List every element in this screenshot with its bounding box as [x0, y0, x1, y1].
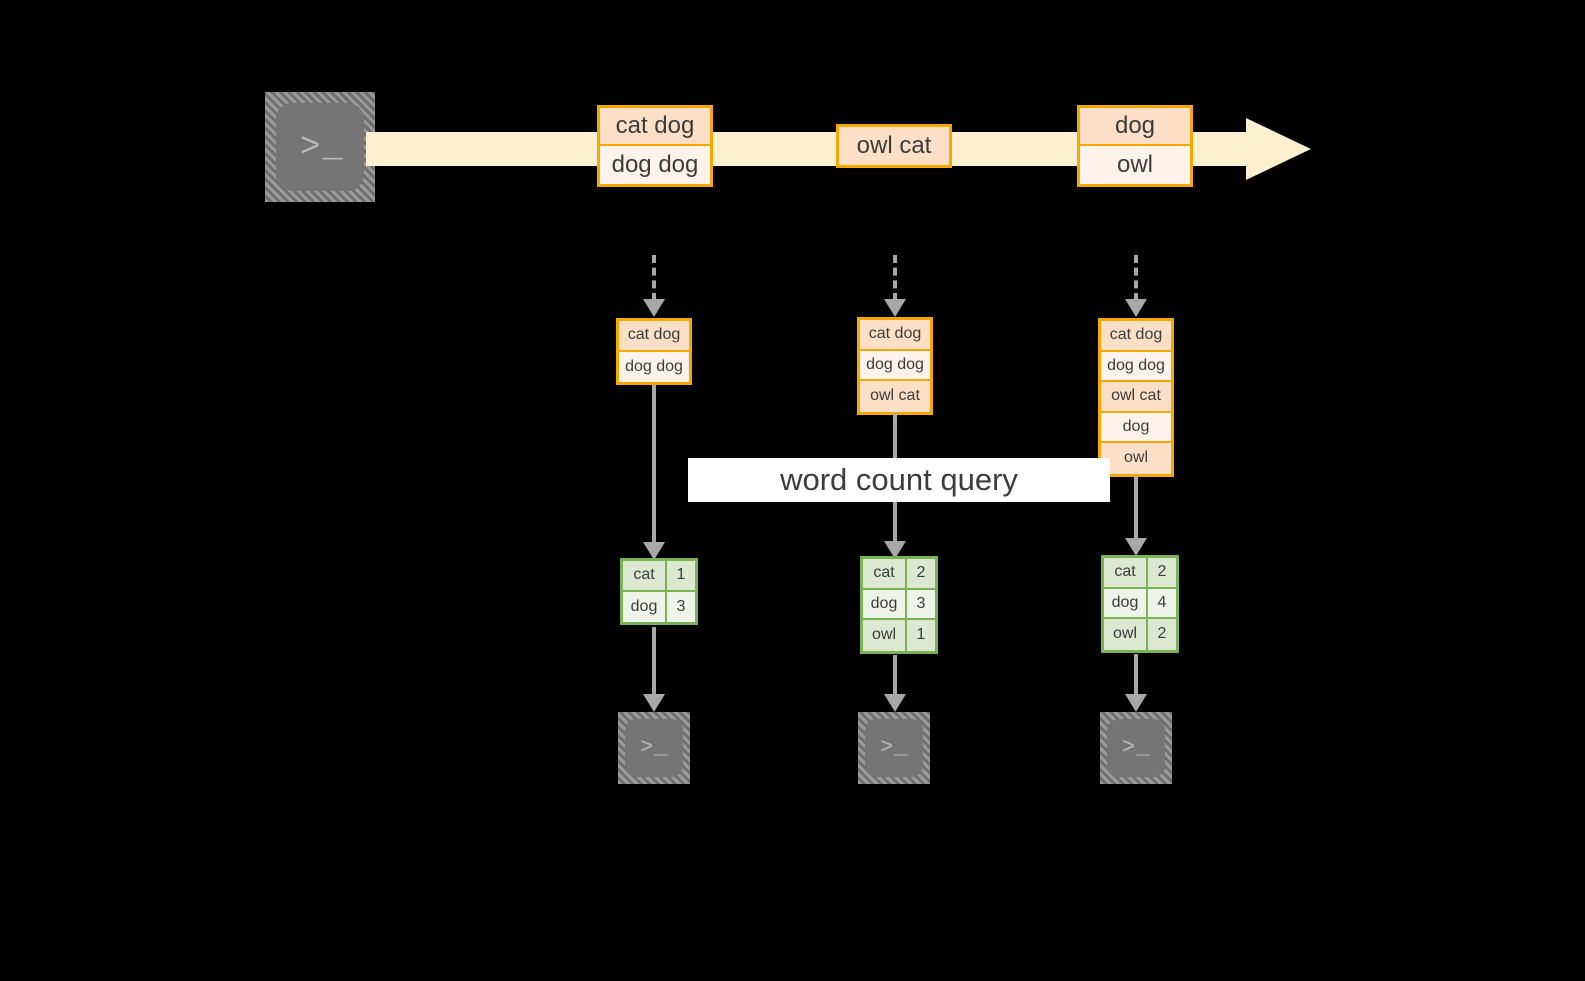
snapshot-1-accumulated-state: cat dog dog dog: [616, 318, 692, 385]
table-row: dog 3: [863, 589, 935, 620]
table-row: cat 2: [1104, 558, 1176, 589]
stream-batch-3-line-2: owl: [1080, 146, 1190, 184]
stream-batch-3: dog owl: [1077, 105, 1193, 187]
snapshot-3-line-4: dog: [1101, 412, 1171, 443]
terminal-screen: >_: [276, 103, 364, 191]
table-row: dog 3: [623, 591, 695, 622]
arrow-line: [1134, 476, 1138, 540]
snapshot-3-sink-terminal-icon: >_: [1100, 712, 1172, 784]
arrow-line: [1134, 654, 1138, 696]
snapshot-1-result-table: cat 1 dog 3: [620, 558, 698, 625]
snapshot-3-query-arrow: [1125, 476, 1147, 556]
table-row: owl 1: [863, 620, 935, 651]
arrow-line: [652, 385, 656, 544]
snapshot-1-trigger-arrow: [643, 255, 665, 317]
table-row: owl 2: [1104, 619, 1176, 650]
arrow-head: [643, 299, 665, 317]
source-terminal-icon: >_: [265, 92, 375, 202]
result-word: cat: [623, 561, 667, 590]
terminal-prompt-glyph: >_: [880, 735, 910, 760]
terminal-screen: >_: [1107, 719, 1165, 777]
result-word: dog: [863, 589, 907, 618]
snapshot-3-result-table: cat 2 dog 4 owl 2: [1101, 555, 1179, 653]
result-word: owl: [863, 620, 907, 651]
snapshot-1-query-arrow: [643, 385, 665, 560]
query-label: word count query: [688, 458, 1110, 502]
stream-batch-1-line-1: cat dog: [600, 108, 710, 146]
result-count: 2: [1148, 619, 1176, 650]
snapshot-2-line-1: cat dog: [860, 320, 930, 351]
snapshot-3-trigger-arrow: [1125, 255, 1147, 317]
snapshot-1-line-1: cat dog: [619, 321, 689, 352]
result-count: 1: [907, 620, 935, 651]
arrow-head: [643, 694, 665, 712]
snapshot-2-output-arrow: [884, 655, 906, 712]
result-count: 3: [667, 591, 695, 622]
snapshot-3-line-3: owl cat: [1101, 382, 1171, 413]
stream-batch-1: cat dog dog dog: [597, 105, 713, 187]
stream-batch-3-line-1: dog: [1080, 108, 1190, 146]
snapshot-2-trigger-arrow: [884, 255, 906, 317]
terminal-screen: >_: [625, 719, 683, 777]
snapshot-3-accumulated-state: cat dog dog dog owl cat dog owl: [1098, 318, 1174, 477]
arrow-head: [884, 541, 906, 559]
snapshot-1-sink-terminal-icon: >_: [618, 712, 690, 784]
snapshot-1-line-2: dog dog: [619, 351, 689, 382]
stream-batch-2: owl cat: [836, 124, 952, 168]
terminal-prompt-glyph: >_: [640, 735, 670, 760]
snapshot-2-accumulated-state: cat dog dog dog owl cat: [857, 317, 933, 415]
result-count: 1: [667, 561, 695, 590]
result-count: 4: [1148, 588, 1176, 617]
arrow-head: [884, 299, 906, 317]
snapshot-3-line-2: dog dog: [1101, 351, 1171, 382]
snapshot-3-line-1: cat dog: [1101, 321, 1171, 352]
arrow-head: [1125, 538, 1147, 556]
result-count: 2: [907, 559, 935, 588]
arrow-head: [643, 542, 665, 560]
table-row: cat 1: [623, 561, 695, 592]
snapshot-2-sink-terminal-icon: >_: [858, 712, 930, 784]
snapshot-3-output-arrow: [1125, 654, 1147, 712]
table-row: dog 4: [1104, 588, 1176, 619]
snapshot-2-result-table: cat 2 dog 3 owl 1: [860, 556, 938, 654]
result-word: cat: [863, 559, 907, 588]
terminal-screen: >_: [865, 719, 923, 777]
arrow-line: [652, 255, 656, 301]
snapshot-1-output-arrow: [643, 627, 665, 712]
arrow-head: [884, 694, 906, 712]
arrow-head: [1125, 299, 1147, 317]
arrow-line: [652, 627, 656, 696]
stream-batch-1-line-2: dog dog: [600, 146, 710, 184]
terminal-prompt-glyph: >_: [300, 129, 345, 167]
result-word: dog: [623, 591, 667, 622]
result-word: owl: [1104, 619, 1148, 650]
result-count: 3: [907, 589, 935, 618]
snapshot-2-line-3: owl cat: [860, 381, 930, 412]
table-row: cat 2: [863, 559, 935, 590]
result-count: 2: [1148, 558, 1176, 587]
terminal-prompt-glyph: >_: [1122, 735, 1152, 760]
arrow-line: [893, 655, 897, 696]
stream-arrow-head: [1246, 118, 1311, 180]
arrow-line: [893, 255, 897, 301]
arrow-line: [1134, 255, 1138, 301]
arrow-head: [1125, 694, 1147, 712]
snapshot-2-line-2: dog dog: [860, 350, 930, 381]
snapshot-3-line-5: owl: [1101, 443, 1171, 474]
result-word: dog: [1104, 588, 1148, 617]
result-word: cat: [1104, 558, 1148, 587]
stream-batch-2-line-1: owl cat: [839, 127, 949, 165]
